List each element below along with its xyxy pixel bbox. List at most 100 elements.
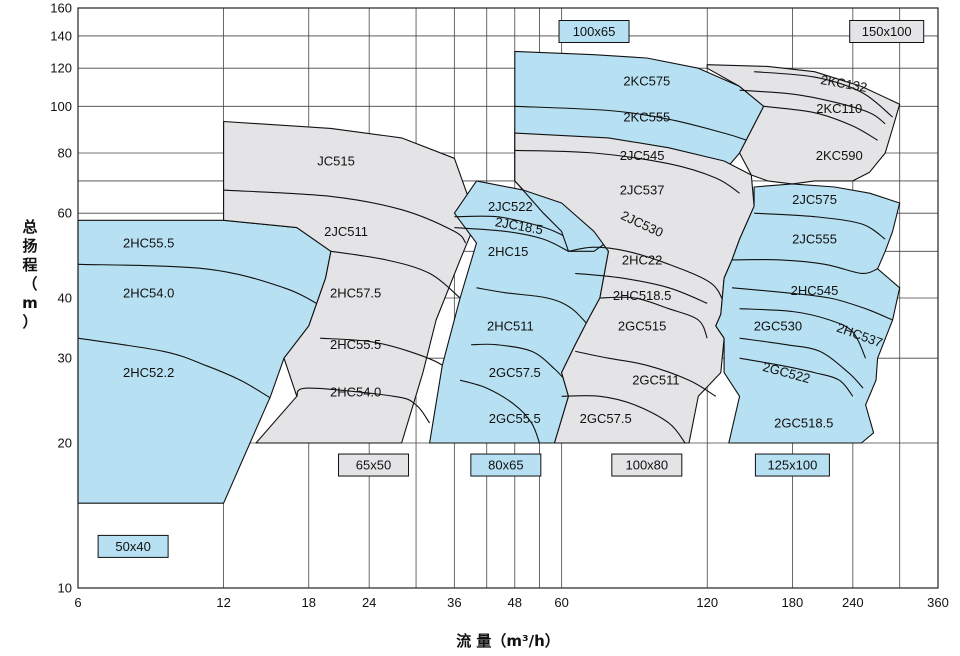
size-box-bg xyxy=(470,453,542,477)
model-divider-curve xyxy=(561,395,686,444)
model-label: 2GC57.5 xyxy=(489,365,541,380)
y-axis-title-char: 程 xyxy=(22,256,37,274)
y-axis-title-char: 扬 xyxy=(22,237,37,255)
model-label: 2KC110 xyxy=(816,101,862,116)
model-label: 2GC518.5 xyxy=(774,416,833,431)
y-tick-label: 60 xyxy=(58,206,72,221)
x-tick-label: 180 xyxy=(782,595,804,610)
model-divider-curve xyxy=(77,263,326,310)
model-label: 2GC515 xyxy=(618,318,666,333)
model-label: 2HC54.0 xyxy=(123,285,174,300)
model-label: 2GC530 xyxy=(754,318,802,333)
size-box-bg xyxy=(97,534,169,558)
x-tick-label: 6 xyxy=(74,595,81,610)
model-label: 2HC52.2 xyxy=(123,365,174,380)
model-divider-curve xyxy=(731,287,893,321)
size-box-label: 65x50 xyxy=(356,458,391,473)
model-label: 2KC590 xyxy=(816,148,863,163)
model-divider-curve xyxy=(754,71,893,118)
model-divider-curve xyxy=(77,337,271,399)
model-label: 2JC511 xyxy=(324,224,368,239)
model-divider-curve xyxy=(223,189,467,244)
y-tick-label: 10 xyxy=(58,581,72,596)
x-tick-label: 12 xyxy=(216,595,230,610)
model-divider-curve xyxy=(476,287,595,333)
size-label-box: 80x65 xyxy=(470,453,542,477)
pump-zones: 2HC55.52HC54.02HC52.2JC5152JC5112HC57.52… xyxy=(77,19,925,558)
x-tick-label: 48 xyxy=(508,595,522,610)
y-axis-title-char: （ xyxy=(22,275,37,293)
model-divider-curve xyxy=(514,105,748,141)
y-axis-title: 总扬程（m） xyxy=(22,218,38,331)
y-tick-label: 40 xyxy=(58,291,72,306)
size-label-box: 100x80 xyxy=(611,453,683,477)
model-label: 2HC54.0 xyxy=(330,385,381,400)
model-divider-curve xyxy=(731,258,878,274)
size-box-label: 150x100 xyxy=(862,24,912,39)
size-label-box: 65x50 xyxy=(338,453,410,477)
model-divider-curve xyxy=(471,343,569,385)
model-divider-curve xyxy=(514,149,740,194)
zone-100x80: 2KC5552JC5452JC5372JC5302HC222HC518.52GC… xyxy=(514,110,755,444)
size-box-label: 50x40 xyxy=(115,539,150,554)
size-label-box: 50x40 xyxy=(97,534,169,558)
model-label: 2HC545 xyxy=(791,283,839,298)
model-label: 2HC55.5 xyxy=(123,236,174,251)
y-tick-label: 140 xyxy=(50,28,72,43)
model-label: 2KC575 xyxy=(623,73,670,88)
model-label: 2GC511 xyxy=(632,373,679,388)
plot-frame xyxy=(77,7,939,589)
size-box-label: 80x65 xyxy=(488,458,523,473)
model-label: 2JC522 xyxy=(488,199,533,214)
zone-area xyxy=(514,132,755,444)
size-box-label: 100x80 xyxy=(625,458,668,473)
x-axis-title: 流 量（m³/h） xyxy=(456,632,560,650)
zone-area xyxy=(223,120,478,444)
zone-area xyxy=(706,64,901,185)
model-divider-curve xyxy=(739,308,867,359)
model-label: 2HC15 xyxy=(488,244,528,259)
model-divider-curve xyxy=(575,272,708,304)
x-tick-label: 60 xyxy=(554,595,568,610)
x-tick-label: 36 xyxy=(447,595,461,610)
model-divider-curve xyxy=(739,357,854,397)
x-tick-label: 24 xyxy=(362,595,376,610)
size-label-box: 125x100 xyxy=(754,453,830,477)
x-tick-label: 240 xyxy=(842,595,864,610)
model-label: 2KC555 xyxy=(623,110,670,125)
model-divider-curve xyxy=(459,379,541,444)
size-box-bg xyxy=(611,453,683,477)
size-box-bg xyxy=(558,19,630,43)
size-box-bg xyxy=(754,453,830,477)
model-label: 2HC55.5 xyxy=(330,337,381,352)
y-tick-label: 80 xyxy=(58,146,72,161)
model-divider-curve xyxy=(296,387,431,424)
size-box-label: 100x65 xyxy=(573,24,616,39)
model-divider-curve xyxy=(330,250,461,299)
y-tick-label: 20 xyxy=(58,436,72,451)
model-label: 2JC537 xyxy=(620,183,665,198)
model-label: 2JC555 xyxy=(792,232,837,247)
model-label: 2GC57.5 xyxy=(580,411,632,426)
y-axis-title-char: m xyxy=(22,294,38,312)
size-box-label: 125x100 xyxy=(767,458,817,473)
model-divider-curve xyxy=(454,227,569,252)
model-label: 2JC545 xyxy=(620,148,665,163)
x-tick-label: 18 xyxy=(302,595,316,610)
model-divider-curve xyxy=(739,337,864,389)
model-label: 2JC575 xyxy=(792,192,837,207)
x-tick-label: 120 xyxy=(696,595,718,610)
model-divider-curve xyxy=(575,350,717,397)
model-label: 2GC55.5 xyxy=(489,411,541,426)
size-label-box: 100x65 xyxy=(558,19,630,43)
y-axis-title-char: 总 xyxy=(22,218,37,236)
model-label: 2HC22 xyxy=(622,252,662,267)
model-divider-curve xyxy=(568,246,725,304)
y-tick-label: 100 xyxy=(50,99,72,114)
model-label: JC515 xyxy=(317,153,355,168)
y-tick-label: 30 xyxy=(58,351,72,366)
